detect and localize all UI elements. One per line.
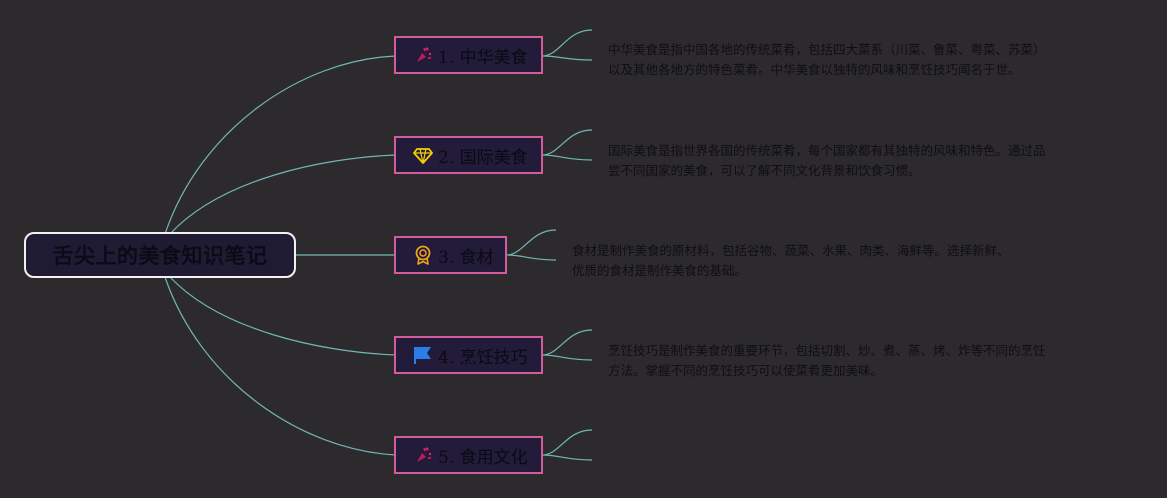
root-node[interactable]: 舌尖上的美食知识笔记 xyxy=(24,232,296,278)
link-root-branch-2 xyxy=(169,154,397,235)
description-line: 方法。掌握不同的烹饪技巧可以使菜肴更加美味。 xyxy=(608,363,884,378)
root-title: 舌尖上的美食知识笔记 xyxy=(52,244,268,268)
link-root-branch-4 xyxy=(169,276,397,356)
branch-description-4: 烹饪技巧是制作美食的重要环节，包括切割、炒、煮、蒸、烤、炸等不同的烹饪 方法。掌… xyxy=(608,341,1046,381)
description-line: 国际美食是指世界各国的传统菜肴，每个国家都有其独特的风味和特色。通过品 xyxy=(608,143,1046,158)
branch-description-1: 中华美食是指中国各地的传统菜肴，包括四大菜系（川菜、鲁菜、粤菜、苏菜） 以及其他… xyxy=(608,40,1046,80)
link-root-branch-5 xyxy=(164,276,397,456)
description-line: 优质的食材是制作美食的基础。 xyxy=(572,263,748,278)
link-root-branch-1 xyxy=(164,55,397,235)
description-line: 以及其他各地方的特色菜肴。中华美食以独特的风味和烹饪技巧闻名于世。 xyxy=(608,62,1021,77)
description-line: 尝不同国家的美食，可以了解不同文化背景和饮食习惯。 xyxy=(608,163,921,178)
award-medal-icon xyxy=(412,244,434,266)
branch-description-3: 食材是制作美食的原材料，包括谷物、蔬菜、水果、肉类、海鲜等。选择新鲜、 优质的食… xyxy=(572,241,1010,281)
link-branch-2-desc xyxy=(541,129,593,161)
description-line: 烹饪技巧是制作美食的重要环节，包括切割、炒、煮、蒸、烤、炸等不同的烹饪 xyxy=(608,343,1046,358)
branch-node-4[interactable]: 4. 烹饪技巧 xyxy=(394,336,543,374)
branch-label-4: 4. 烹饪技巧 xyxy=(438,347,528,368)
link-branch-3-desc xyxy=(505,229,557,261)
branch-label-3: 3. 食材 xyxy=(438,247,494,268)
branch-node-2[interactable]: 2. 国际美食 xyxy=(394,136,543,174)
blue-flag-icon xyxy=(412,344,434,366)
confetti-icon xyxy=(412,444,434,466)
branch-node-1[interactable]: 1. 中华美食 xyxy=(394,36,543,74)
diamond-icon xyxy=(412,144,434,166)
description-line: 中华美食是指中国各地的传统菜肴，包括四大菜系（川菜、鲁菜、粤菜、苏菜） xyxy=(608,42,1046,57)
branch-label-5: 5. 食用文化 xyxy=(438,447,528,468)
branch-label-1: 1. 中华美食 xyxy=(438,47,528,68)
link-branch-1-desc xyxy=(541,29,593,61)
branch-node-5[interactable]: 5. 食用文化 xyxy=(394,436,543,474)
link-branch-4-desc xyxy=(541,329,593,361)
confetti-icon xyxy=(412,44,434,66)
description-line: 食材是制作美食的原材料，包括谷物、蔬菜、水果、肉类、海鲜等。选择新鲜、 xyxy=(572,243,1010,258)
link-branch-5-desc xyxy=(541,429,593,461)
branch-node-3[interactable]: 3. 食材 xyxy=(394,236,507,274)
branch-description-2: 国际美食是指世界各国的传统菜肴，每个国家都有其独特的风味和特色。通过品 尝不同国… xyxy=(608,141,1046,181)
branch-label-2: 2. 国际美食 xyxy=(438,147,528,168)
